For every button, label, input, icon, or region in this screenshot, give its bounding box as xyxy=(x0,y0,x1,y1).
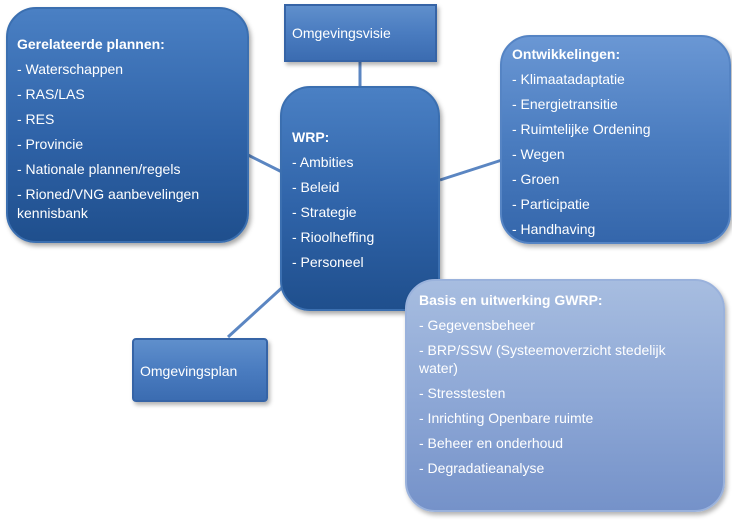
list-item: - Energietransitie xyxy=(512,96,618,112)
omgevingsplan-box: Omgevingsplan xyxy=(132,338,268,402)
connector-right xyxy=(439,158,503,182)
gwrp-title: Basis en uitwerking GWRP: xyxy=(419,292,603,308)
gwrp-box: Basis en uitwerking GWRP: - Gegevensbehe… xyxy=(405,279,725,512)
wrp-title: WRP: xyxy=(292,129,330,145)
connector-left xyxy=(247,153,283,174)
list-item: - Beleid xyxy=(292,179,340,195)
developments-title: Ontwikkelingen: xyxy=(512,46,621,62)
omgevingsplan-label: Omgevingsplan xyxy=(140,363,238,379)
wrp-list: - Ambities - Beleid - Strategie - Rioolh… xyxy=(292,153,432,271)
developments-list: - Klimaatadaptatie - Energietransitie - … xyxy=(512,70,723,238)
list-item: - RES xyxy=(17,111,55,127)
list-item: - Handhaving xyxy=(512,221,596,237)
list-item: - Inrichting Openbare ruimte xyxy=(419,410,594,426)
list-item: - Klimaatadaptatie xyxy=(512,71,625,87)
list-item: - Waterschappen xyxy=(17,61,124,77)
list-item: - Rioned/VNG aanbevelingen kennisbank xyxy=(17,186,200,221)
list-item: - BRP/SSW (Systeemoverzicht stedelijk wa… xyxy=(419,342,666,376)
list-item: - Rioolheffing xyxy=(292,229,375,245)
list-item: - Personeel xyxy=(292,254,364,270)
related-plans-title: Gerelateerde plannen: xyxy=(17,36,165,52)
developments-box: Ontwikkelingen: - Klimaatadaptatie - Ene… xyxy=(500,35,731,244)
list-item: - Wegen xyxy=(512,146,565,162)
list-item: - Participatie xyxy=(512,196,590,212)
omgevingsvisie-box: Omgevingsvisie xyxy=(284,4,437,62)
list-item: - RAS/LAS xyxy=(17,86,85,102)
list-item: - Strategie xyxy=(292,204,357,220)
list-item: - Ruimtelijke Ordening xyxy=(512,121,651,137)
list-item: - Gegevensbeheer xyxy=(419,317,535,333)
list-item: - Degradatieanalyse xyxy=(419,460,545,476)
gwrp-list: - Gegevensbeheer - BRP/SSW (Systeemoverz… xyxy=(419,316,715,477)
list-item: - Provincie xyxy=(17,136,84,152)
related-plans-list: - Waterschappen - RAS/LAS - RES - Provin… xyxy=(17,60,239,223)
list-item: - Beheer en onderhoud xyxy=(419,435,563,451)
omgevingsvisie-label: Omgevingsvisie xyxy=(292,25,391,41)
wrp-box: WRP: - Ambities - Beleid - Strategie - R… xyxy=(280,86,440,311)
list-item: - Nationale plannen/regels xyxy=(17,161,181,177)
list-item: - Groen xyxy=(512,171,560,187)
related-plans-box: Gerelateerde plannen: - Waterschappen - … xyxy=(6,7,249,243)
list-item: - Stresstesten xyxy=(419,385,506,401)
list-item: - Ambities xyxy=(292,154,354,170)
connector-bottom-left xyxy=(226,283,287,339)
